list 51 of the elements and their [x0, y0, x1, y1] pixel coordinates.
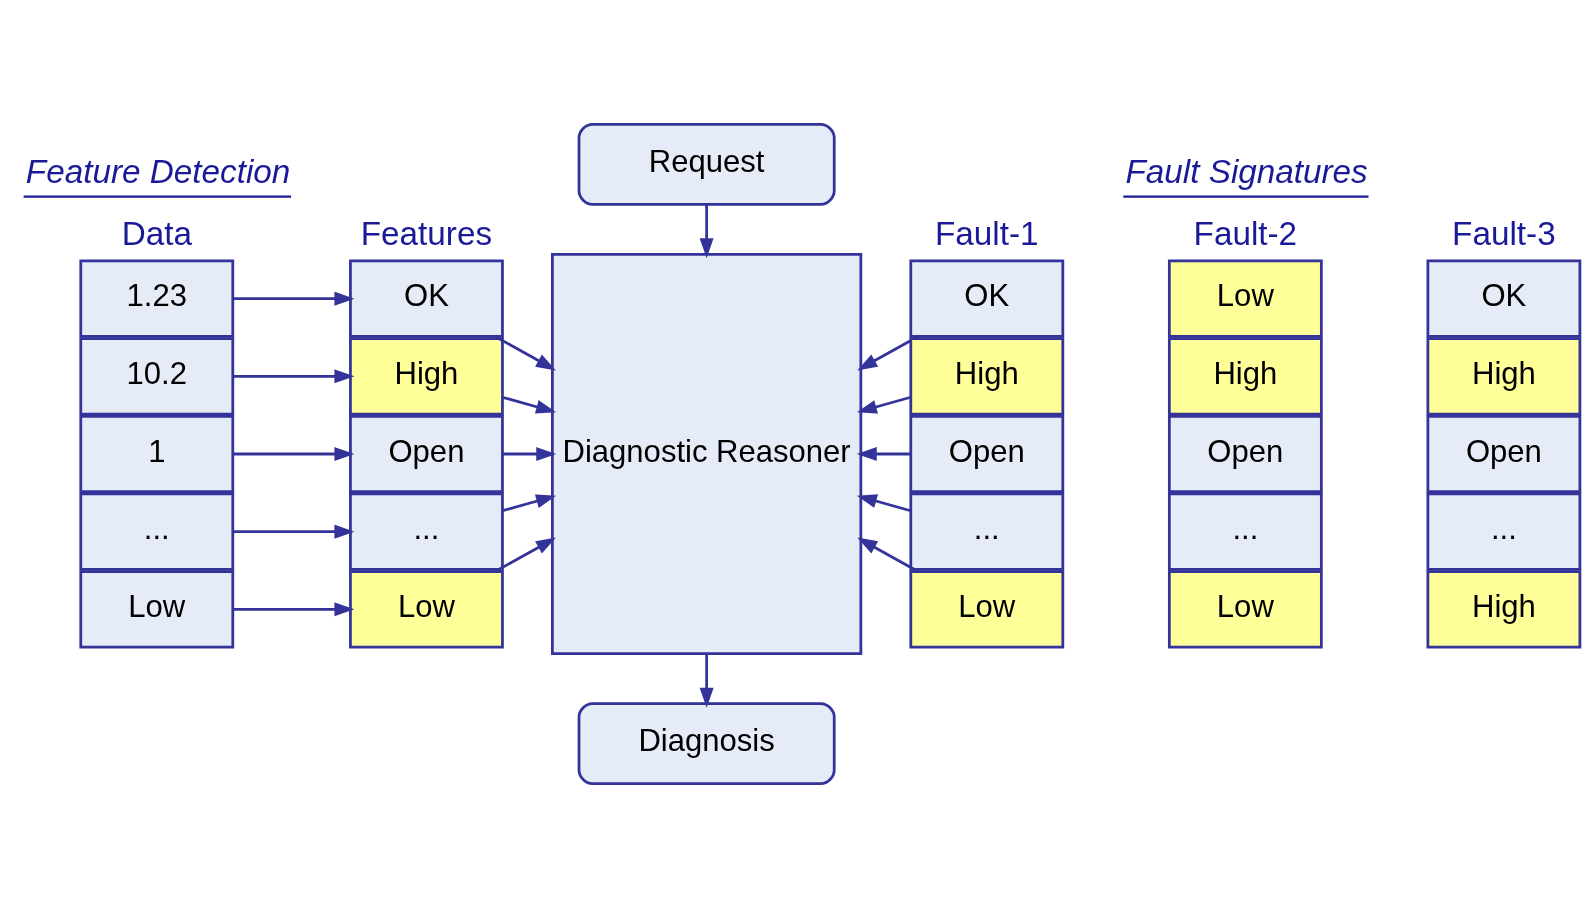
node-box: Diagnostic Reasoner	[551, 252, 863, 655]
label: Fault-3	[1452, 214, 1556, 252]
node-box: Low	[909, 569, 1065, 648]
node-box: High	[1426, 569, 1582, 648]
node-box: Open	[349, 414, 504, 493]
node-box: High	[1426, 336, 1582, 415]
node-box: Open	[1426, 414, 1582, 493]
node-box: High	[909, 336, 1065, 415]
label: Fault Signatures	[1125, 152, 1368, 190]
arrow	[502, 493, 557, 512]
label: Feature Detection	[25, 152, 291, 190]
node-box: ...	[909, 492, 1065, 571]
node-box: OK	[349, 259, 504, 338]
node-box: High	[349, 336, 504, 415]
arrow	[502, 395, 557, 414]
node-box: Request	[577, 122, 836, 206]
label: Data	[121, 214, 192, 252]
arrow	[856, 395, 912, 414]
arrow	[233, 291, 355, 306]
node-box: 1	[79, 414, 235, 493]
arrow	[494, 537, 556, 573]
node-box: 10.2	[79, 336, 235, 415]
node-box: ...	[349, 492, 504, 571]
node-box: Low	[79, 569, 235, 648]
node-box: Low	[1167, 259, 1323, 338]
node-box: Open	[909, 414, 1065, 493]
node-box: High	[1167, 336, 1323, 415]
arrow	[857, 537, 919, 573]
node-box: OK	[909, 259, 1065, 338]
arrow	[699, 653, 714, 708]
label: Fault-2	[1193, 214, 1298, 252]
node-box: ...	[1426, 492, 1582, 571]
arrow	[233, 524, 355, 539]
arrow	[233, 601, 355, 616]
node-box: 1.23	[79, 259, 235, 338]
arrow	[699, 204, 714, 258]
node-box: ...	[79, 492, 235, 571]
arrow	[856, 446, 911, 461]
node-box: ...	[1167, 492, 1323, 571]
arrow	[233, 368, 355, 383]
node-box: Low	[1167, 569, 1323, 648]
node-box: OK	[1426, 259, 1582, 338]
node-box: Open	[1167, 414, 1323, 493]
label: Fault-1	[935, 214, 1039, 252]
node-box: Low	[349, 569, 504, 648]
node-box: Diagnosis	[577, 701, 836, 785]
arrow	[856, 493, 912, 512]
arrow	[502, 446, 557, 461]
arrow	[494, 334, 556, 370]
label: Features	[360, 214, 493, 252]
arrow	[233, 446, 355, 461]
